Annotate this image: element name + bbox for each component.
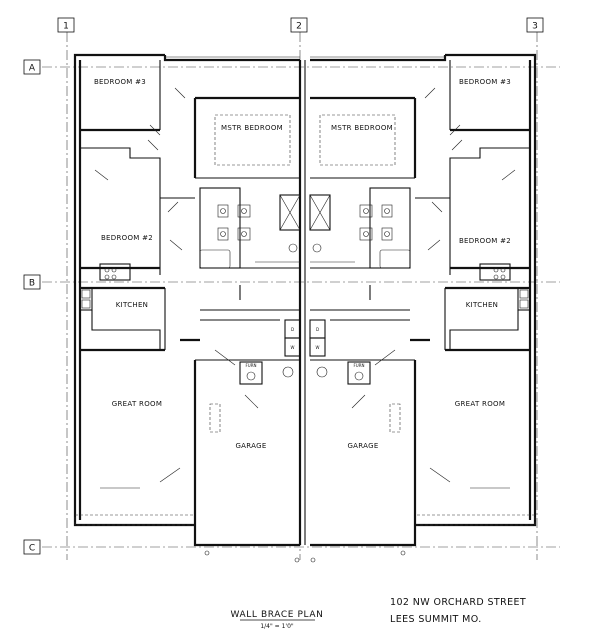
grid-column-3-bubble: 3 <box>526 17 544 33</box>
drawing-scale: 1/4" = 1'0" <box>260 623 294 630</box>
left-dryer-label: D <box>291 327 294 332</box>
address-line-2: LEES SUMMIT MO. <box>390 614 482 625</box>
left-garage-label: GARAGE <box>235 442 266 450</box>
right-bedroom2-label: BEDROOM #2 <box>459 237 511 245</box>
drawing-title-block: WALL BRACE PLAN 1/4" = 1'0" <box>231 610 324 630</box>
grid-row-a-bubble: A <box>23 59 41 75</box>
grid-row-c-label: C <box>29 544 35 554</box>
right-washer-label: W <box>316 345 320 350</box>
left-washer-label: W <box>291 345 295 350</box>
grid-row-c-bubble: C <box>23 539 41 555</box>
grid-column-2-bubble: 2 <box>290 17 308 33</box>
grid-column-3-label: 3 <box>532 22 538 32</box>
grid-row-a-label: A <box>29 64 36 74</box>
grid-column-1-bubble: 1 <box>57 17 75 33</box>
left-bedroom3-label: BEDROOM #3 <box>94 78 146 86</box>
right-furnace-label: FURN <box>354 363 365 368</box>
right-kitchen-label: KITCHEN <box>466 301 498 309</box>
right-garage-label: GARAGE <box>347 442 378 450</box>
left-unit: D W FURN <box>73 53 306 563</box>
grid-row-b-label: B <box>29 279 35 289</box>
left-bedroom2-label: BEDROOM #2 <box>101 234 153 242</box>
drawing-title: WALL BRACE PLAN <box>231 610 324 620</box>
address-line-1: 102 NW ORCHARD STREET <box>390 597 526 608</box>
left-master-bedroom-label: MSTR BEDROOM <box>221 124 283 132</box>
left-furnace-label: FURN <box>246 363 257 368</box>
left-kitchen-label: KITCHEN <box>116 301 148 309</box>
grid-column-2-label: 2 <box>296 22 302 32</box>
grid-row-b-bubble: B <box>23 274 41 290</box>
right-great-room-label: GREAT ROOM <box>455 400 505 408</box>
left-great-room-label: GREAT ROOM <box>112 400 162 408</box>
grid-column-1-label: 1 <box>63 22 69 32</box>
address-block: 102 NW ORCHARD STREET LEES SUMMIT MO. <box>390 597 526 625</box>
right-unit <box>309 53 537 563</box>
right-bedroom3-label: BEDROOM #3 <box>459 78 511 86</box>
right-master-bedroom-label: MSTR BEDROOM <box>331 124 393 132</box>
right-dryer-label: D <box>316 327 319 332</box>
